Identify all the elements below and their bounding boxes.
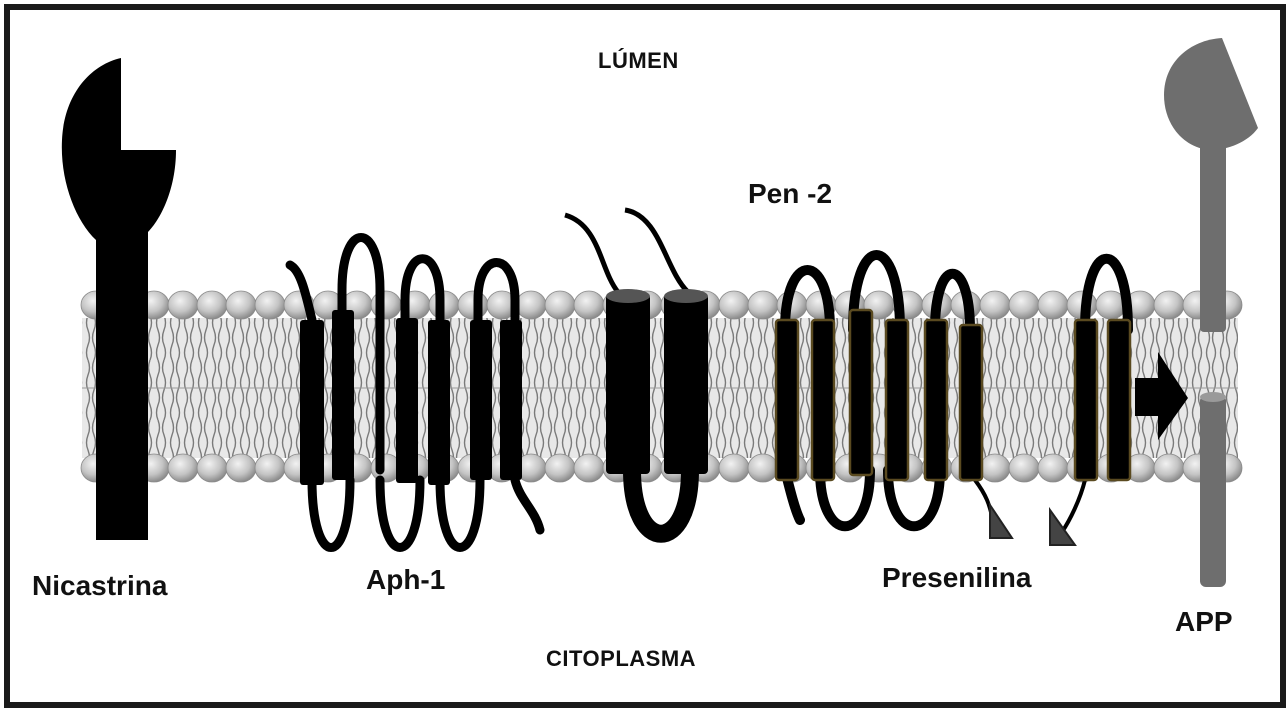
nicastrina-label: Nicastrina <box>32 570 167 602</box>
lipid-head <box>574 291 604 319</box>
aph1-label: Aph-1 <box>366 564 445 596</box>
lipid-head <box>197 291 227 319</box>
lipid-head <box>545 454 575 482</box>
lipid-head <box>719 291 749 319</box>
lipid-heads-upper <box>81 291 1242 319</box>
lipid-head <box>748 291 778 319</box>
lipid-head <box>1038 291 1068 319</box>
lipid-head <box>255 291 285 319</box>
lipid-head <box>255 454 285 482</box>
cytoplasm-label: CITOPLASMA <box>546 646 696 672</box>
lipid-head <box>719 454 749 482</box>
lipid-head <box>516 291 546 319</box>
lipid-head <box>1038 454 1068 482</box>
lipid-head <box>197 454 227 482</box>
lipid-head <box>226 454 256 482</box>
pen2-label: Pen -2 <box>748 178 832 210</box>
app-label: APP <box>1175 606 1233 638</box>
presenilina-label: Presenilina <box>882 562 1031 594</box>
lipid-head <box>1154 291 1184 319</box>
lipid-head <box>168 454 198 482</box>
lipid-head <box>980 291 1010 319</box>
lipid-head <box>226 291 256 319</box>
lipid-head <box>748 454 778 482</box>
presenilin-catalytic-sites <box>990 505 1075 545</box>
lipid-head <box>545 291 575 319</box>
lipid-heads-lower <box>81 454 1242 482</box>
lumen-label: LÚMEN <box>598 48 679 74</box>
lipid-head <box>574 454 604 482</box>
lipid-head <box>1009 454 1039 482</box>
lipid-head <box>980 454 1010 482</box>
lipid-head <box>1154 454 1184 482</box>
lipid-bilayer <box>81 291 1242 482</box>
lipid-head <box>168 291 198 319</box>
aph1-helices <box>300 310 522 485</box>
lipid-head <box>458 291 488 319</box>
lipid-head <box>1009 291 1039 319</box>
